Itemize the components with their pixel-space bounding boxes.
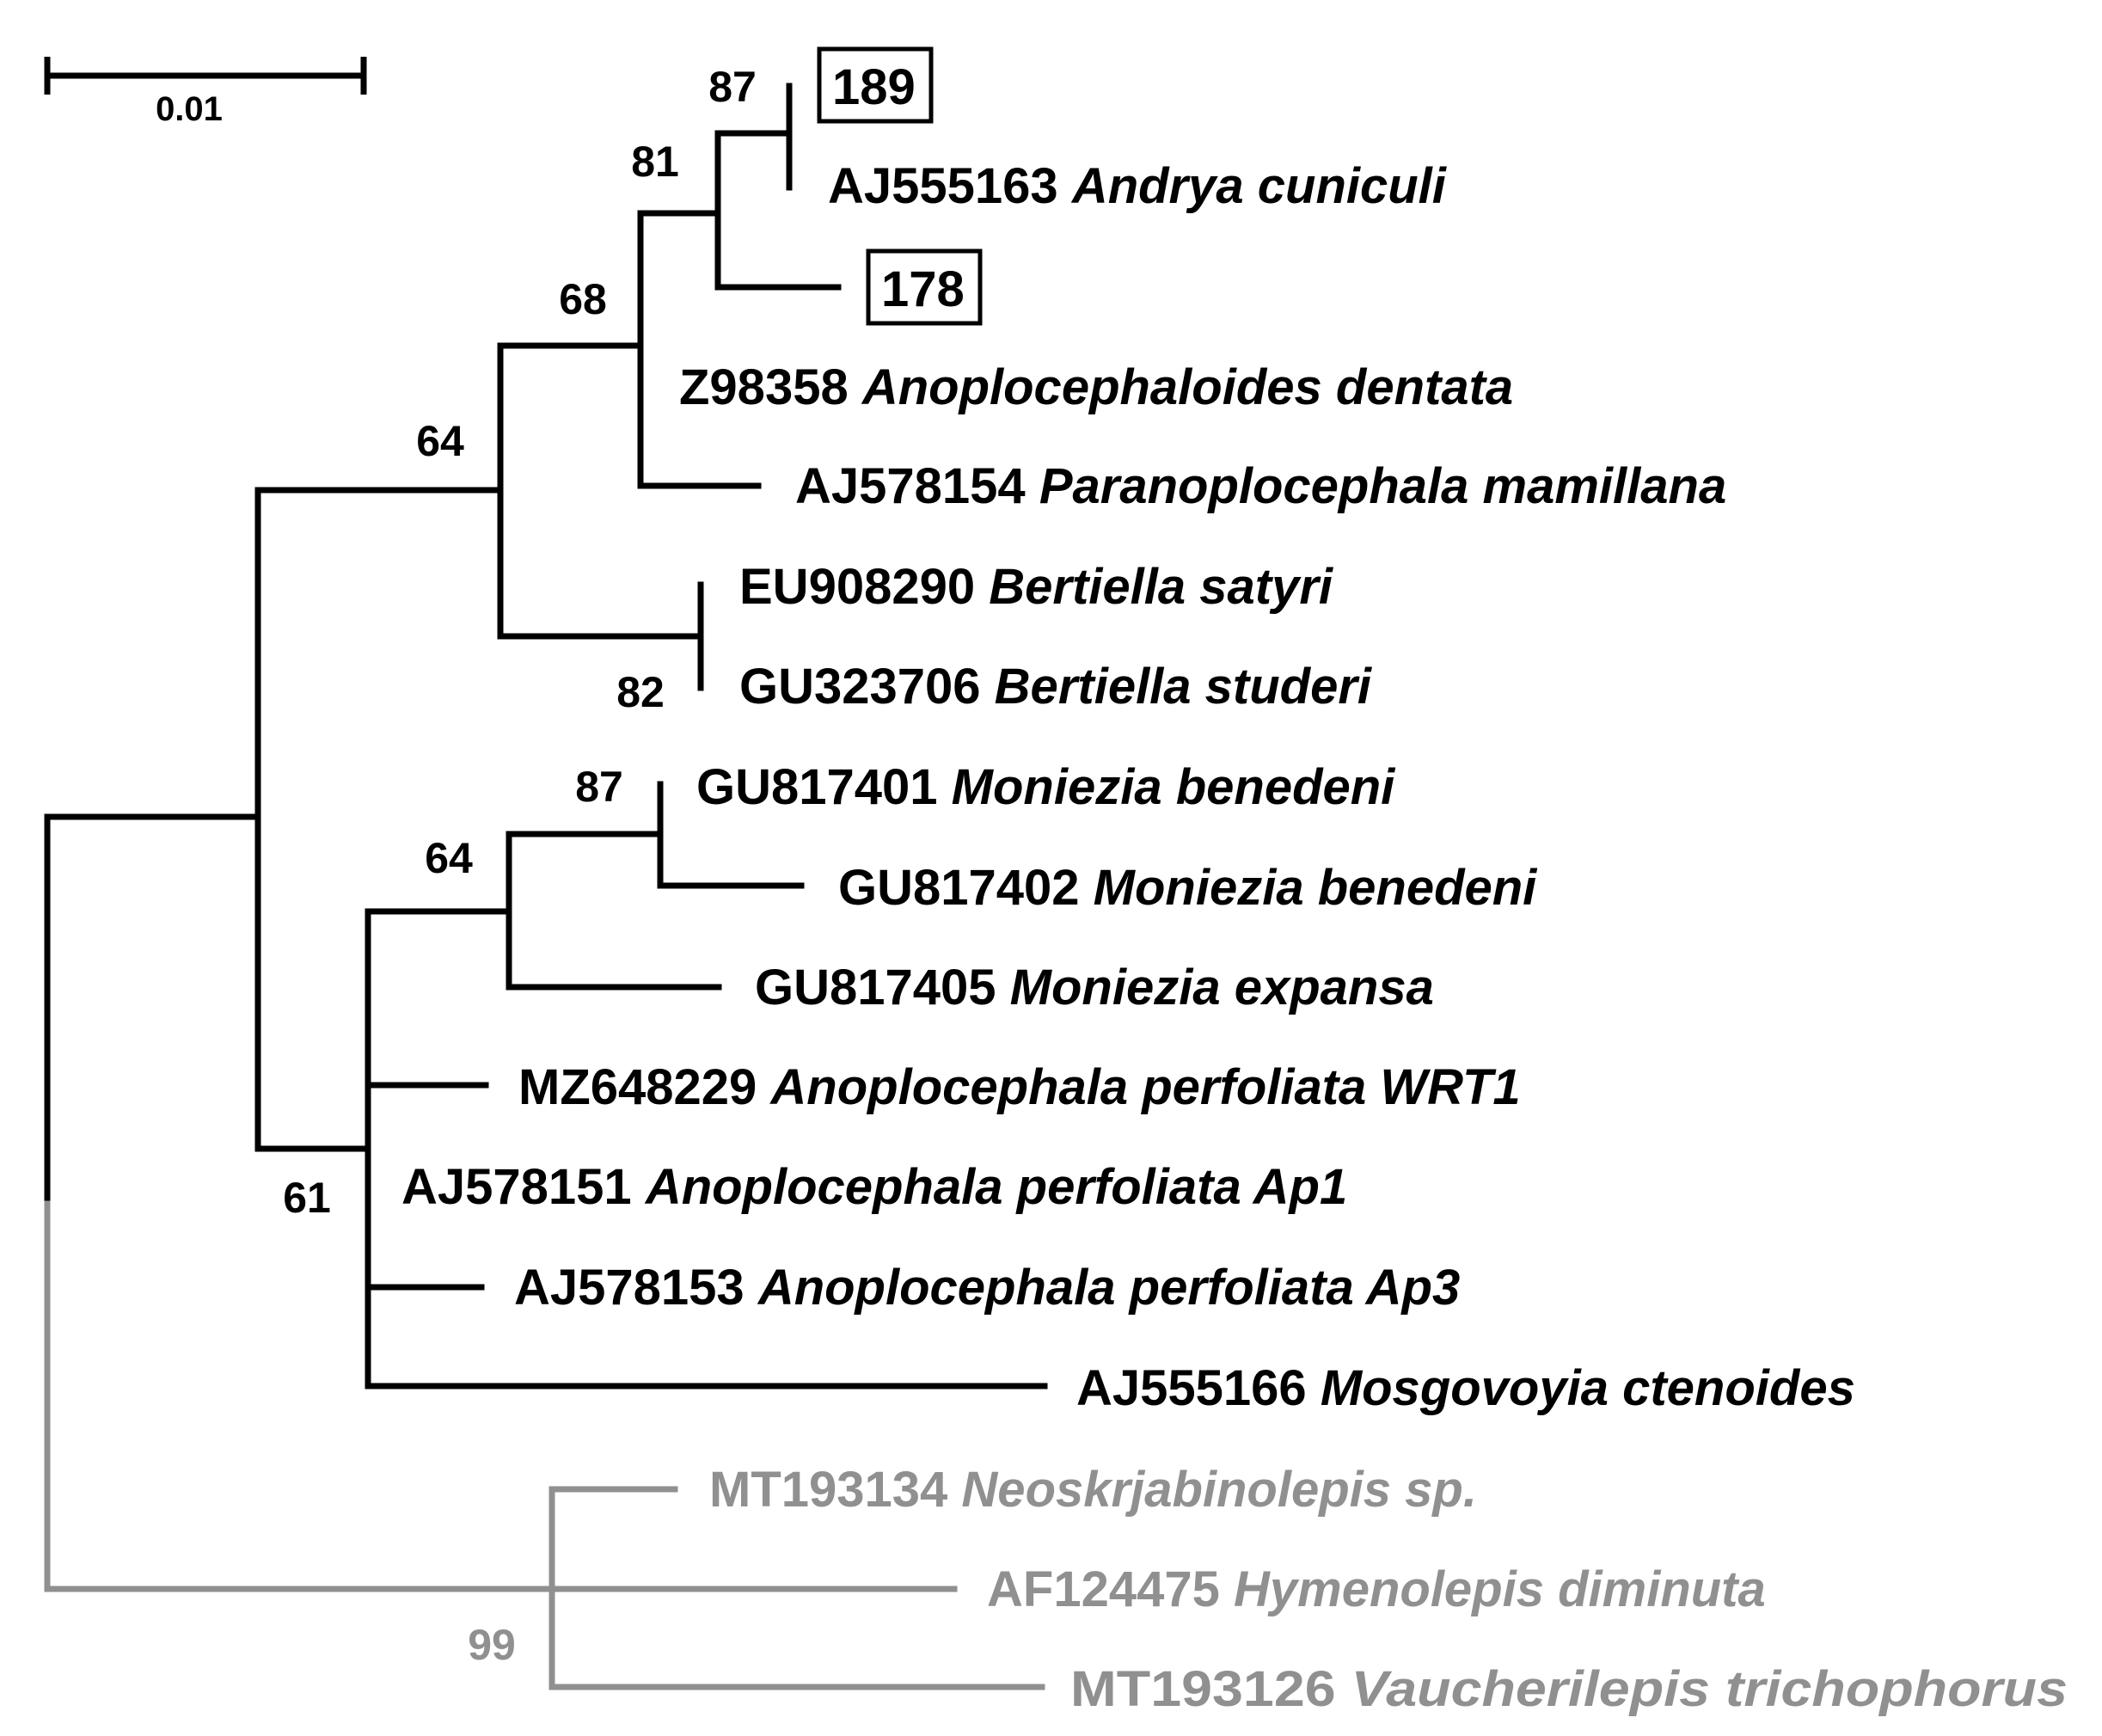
taxon-label: GU817402 Moniezia benedeni [838, 860, 1538, 916]
outgroup-branches [44, 1200, 1045, 1690]
bootstrap-value: 87 [708, 63, 757, 111]
bootstrap-value: 87 [575, 763, 623, 811]
ingroup-branches [44, 83, 1048, 1389]
taxon-label: MT193126 Vaucherilepis trichophorus [1070, 1661, 2068, 1717]
bootstrap-value: 81 [631, 138, 679, 186]
bootstrap-value: 64 [416, 417, 464, 465]
sample-boxes [817, 46, 983, 326]
taxon-label: AJ578151 Anoplocephala perfoliata Ap1 [401, 1159, 1347, 1215]
taxon-label: AJ578154 Paranoplocephala mamillana [795, 458, 1726, 514]
bootstrap-value: 99 [468, 1621, 516, 1669]
taxon-label: MT193134 Neoskrjabinolepis sp. [709, 1462, 1477, 1518]
taxon-label: AJ578153 Anoplocephala perfoliata Ap3 [514, 1260, 1460, 1316]
taxon-labels: 189 AJ555163 Andrya cuniculi 178 Z98358 … [401, 59, 2068, 1717]
bootstrap-value: 61 [283, 1174, 331, 1222]
taxon-label: 178 [881, 261, 965, 317]
taxon-label: 189 [832, 59, 916, 115]
bootstrap-values: 87 81 68 64 82 87 64 61 99 [283, 63, 757, 1669]
bootstrap-value: 64 [425, 834, 473, 882]
bootstrap-value: 82 [616, 668, 665, 716]
scale-bar: 0.01 [44, 57, 367, 128]
taxon-label: MZ648229 Anoplocephala perfoliata WRT1 [518, 1059, 1521, 1115]
taxon-label: EU908290 Bertiella satyri [739, 559, 1334, 615]
taxon-label: GU817405 Moniezia expansa [755, 960, 1434, 1015]
taxon-label: GU817401 Moniezia benedeni [696, 759, 1396, 815]
taxon-label: AJ555163 Andrya cuniculi [828, 158, 1448, 214]
taxon-label: AF124475 Hymenolepis diminuta [987, 1561, 1766, 1617]
taxon-label: Z98358 Anoplocephaloides dentata [679, 359, 1513, 415]
taxon-label: GU323706 Bertiella studeri [739, 659, 1373, 715]
taxon-label: AJ555166 Mosgovoyia ctenoides [1076, 1360, 1855, 1416]
box-189 [817, 46, 934, 124]
bootstrap-value: 68 [559, 275, 607, 323]
box-178 [866, 248, 983, 326]
scale-bar-label: 0.01 [156, 90, 223, 128]
